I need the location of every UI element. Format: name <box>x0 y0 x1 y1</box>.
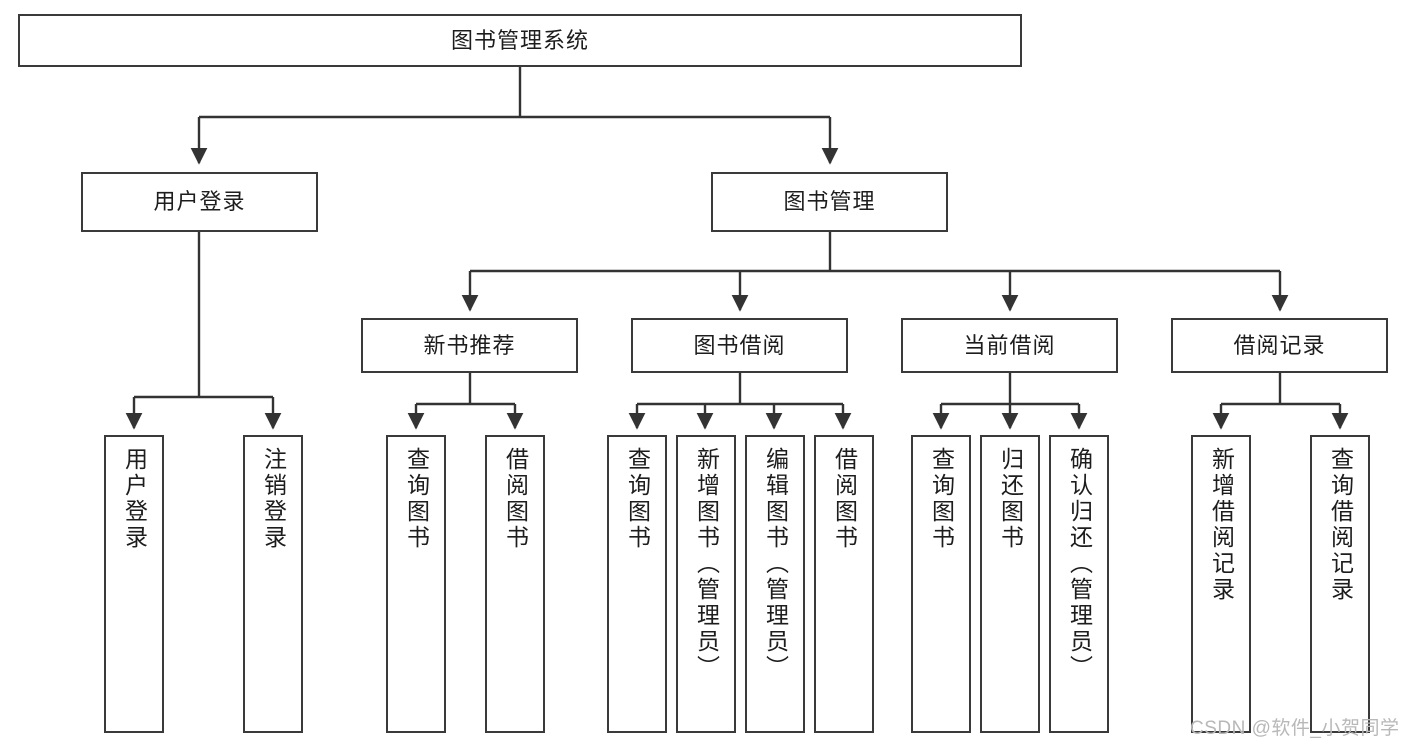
node-book-borrow[interactable]: 图书借阅 <box>631 318 848 373</box>
node-current-borrow[interactable]: 当前借阅 <box>901 318 1118 373</box>
node-new-book-rec-label: 新书推荐 <box>423 332 516 358</box>
node-current-borrow-label: 当前借阅 <box>963 332 1056 358</box>
node-user-login[interactable]: 用户登录 <box>81 172 318 232</box>
node-new-book-rec[interactable]: 新书推荐 <box>361 318 578 373</box>
node-leaf-return-book[interactable]: 归还图书 <box>980 435 1040 733</box>
node-leaf-logout[interactable]: 注销登录 <box>243 435 303 733</box>
node-leaf-add-book-label: 新增图书（管理员） <box>693 447 720 681</box>
node-leaf-user-login-label: 用户登录 <box>121 447 148 551</box>
node-leaf-confirm-return-label: 确认归还（管理员） <box>1066 447 1093 681</box>
node-user-login-label: 用户登录 <box>153 189 246 215</box>
node-leaf-edit-book-label: 编辑图书（管理员） <box>762 447 789 681</box>
node-borrow-record-label: 借阅记录 <box>1233 332 1326 358</box>
node-book-manage[interactable]: 图书管理 <box>711 172 948 232</box>
node-leaf-return-book-label: 归还图书 <box>997 447 1024 551</box>
node-leaf-edit-book[interactable]: 编辑图书（管理员） <box>745 435 805 733</box>
node-leaf-borrow-book-1[interactable]: 借阅图书 <box>485 435 545 733</box>
node-leaf-user-login[interactable]: 用户登录 <box>104 435 164 733</box>
node-leaf-add-book[interactable]: 新增图书（管理员） <box>676 435 736 733</box>
node-leaf-add-record-label: 新增借阅记录 <box>1208 447 1235 603</box>
node-borrow-record[interactable]: 借阅记录 <box>1171 318 1388 373</box>
node-leaf-borrow-book-1-label: 借阅图书 <box>502 447 529 551</box>
node-leaf-query-book-2[interactable]: 查询图书 <box>607 435 667 733</box>
node-leaf-borrow-book-2[interactable]: 借阅图书 <box>814 435 874 733</box>
node-leaf-query-record[interactable]: 查询借阅记录 <box>1310 435 1370 733</box>
node-leaf-query-record-label: 查询借阅记录 <box>1327 447 1354 603</box>
node-leaf-query-book-1-label: 查询图书 <box>403 447 430 551</box>
node-root[interactable]: 图书管理系统 <box>18 14 1022 67</box>
node-leaf-add-record[interactable]: 新增借阅记录 <box>1191 435 1251 733</box>
node-leaf-borrow-book-2-label: 借阅图书 <box>831 447 858 551</box>
node-leaf-logout-label: 注销登录 <box>260 447 287 551</box>
node-leaf-confirm-return[interactable]: 确认归还（管理员） <box>1049 435 1109 733</box>
node-leaf-query-book-2-label: 查询图书 <box>624 447 651 551</box>
node-leaf-query-book-3[interactable]: 查询图书 <box>911 435 971 733</box>
node-book-borrow-label: 图书借阅 <box>693 332 786 358</box>
node-book-manage-label: 图书管理 <box>783 189 876 215</box>
node-leaf-query-book-3-label: 查询图书 <box>928 447 955 551</box>
csdn-watermark: CSDN @软件_小贺同学 <box>1190 718 1400 739</box>
node-leaf-query-book-1[interactable]: 查询图书 <box>386 435 446 733</box>
node-root-label: 图书管理系统 <box>450 27 589 53</box>
